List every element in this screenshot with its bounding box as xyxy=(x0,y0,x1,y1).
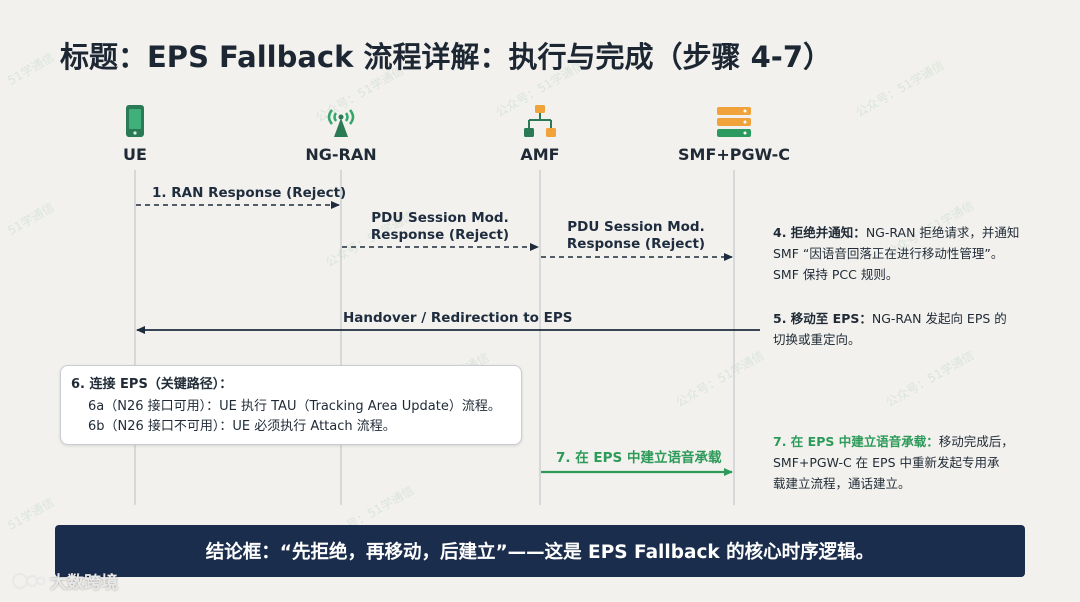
note-title: 7. 在 EPS 中建立语音承载： xyxy=(773,434,939,449)
message-label-line: Response (Reject) xyxy=(370,227,510,243)
note-text: 载建立流程，通话建立。 xyxy=(773,476,911,491)
note-text: SMF+PGW-C 在 EPS 中重新发起专用承 xyxy=(773,455,1000,470)
note-title: 5. 移动至 EPS： xyxy=(773,311,872,326)
message-label-line: PDU Session Mod. xyxy=(371,210,509,226)
note-text: SMF “因语音回落正在进行移动性管理”。 xyxy=(773,246,1004,261)
note-title: 4. 拒绝并通知： xyxy=(773,225,866,240)
step6-heading: 6. 连接 EPS（关键路径）： xyxy=(71,377,233,392)
step6-box: 6. 连接 EPS（关键路径）： 6a（N26 接口可用）：UE 执行 TAU（… xyxy=(60,365,522,445)
actor-smf-pgw-c: SMF+PGW-C xyxy=(664,100,804,164)
message-label: 7. 在 EPS 中建立语音承载 xyxy=(556,450,722,466)
step5-note: 5. 移动至 EPS：NG-RAN 发起向 EPS 的 切换或重定向。 xyxy=(773,308,1073,350)
page-title: 标题：EPS Fallback 流程详解：执行与完成（步骤 4-7） xyxy=(60,40,832,74)
actor-name: SMF+PGW-C xyxy=(678,145,790,164)
message-label-line: Response (Reject) xyxy=(566,236,706,252)
message-label: Handover / Redirection to EPS xyxy=(343,310,573,326)
step6a-text: 6a（N26 接口可用）：UE 执行 TAU（Tracking Area Upd… xyxy=(88,399,501,414)
actor-name: AMF xyxy=(520,145,560,164)
server-icon xyxy=(664,100,804,138)
actor-ue: UE xyxy=(65,100,205,164)
message-label-line: PDU Session Mod. xyxy=(567,219,705,235)
step6b-text: 6b（N26 接口不可用）：UE 必须执行 Attach 流程。 xyxy=(88,419,396,434)
message-label: PDU Session Mod. Response (Reject) xyxy=(566,219,706,253)
step7-note: 7. 在 EPS 中建立语音承载：移动完成后， SMF+PGW-C 在 EPS … xyxy=(773,431,1073,494)
note-text: NG-RAN 发起向 EPS 的 xyxy=(871,311,1007,326)
actor-ng-ran: NG-RAN xyxy=(271,100,411,164)
actor-name: UE xyxy=(123,145,147,164)
actor-amf: AMF xyxy=(470,100,610,164)
note-text: 移动完成后， xyxy=(938,434,1014,449)
note-text: SMF 保持 PCC 规则。 xyxy=(773,267,899,282)
brand-logo-icon xyxy=(12,572,46,589)
brand-watermark: 大数跨境 xyxy=(12,568,118,593)
actor-name: NG-RAN xyxy=(305,145,377,164)
antenna-icon xyxy=(271,100,411,138)
note-text: NG-RAN 拒绝请求，并通知 xyxy=(865,225,1020,240)
message-label: PDU Session Mod. Response (Reject) xyxy=(370,210,510,244)
smartphone-icon xyxy=(65,100,205,138)
conclusion-text: 结论框：“先拒绝，再移动，后建立”——这是 EPS Fallback 的核心时序… xyxy=(205,542,875,563)
step4-note: 4. 拒绝并通知：NG-RAN 拒绝请求，并通知 SMF “因语音回落正在进行移… xyxy=(773,222,1073,285)
message-label: 1. RAN Response (Reject) xyxy=(152,185,347,201)
hierarchy-icon xyxy=(470,100,610,138)
brand-text: 大数跨境 xyxy=(50,573,118,593)
conclusion-banner: 结论框：“先拒绝，再移动，后建立”——这是 EPS Fallback 的核心时序… xyxy=(55,525,1025,577)
note-text: 切换或重定向。 xyxy=(773,332,861,347)
